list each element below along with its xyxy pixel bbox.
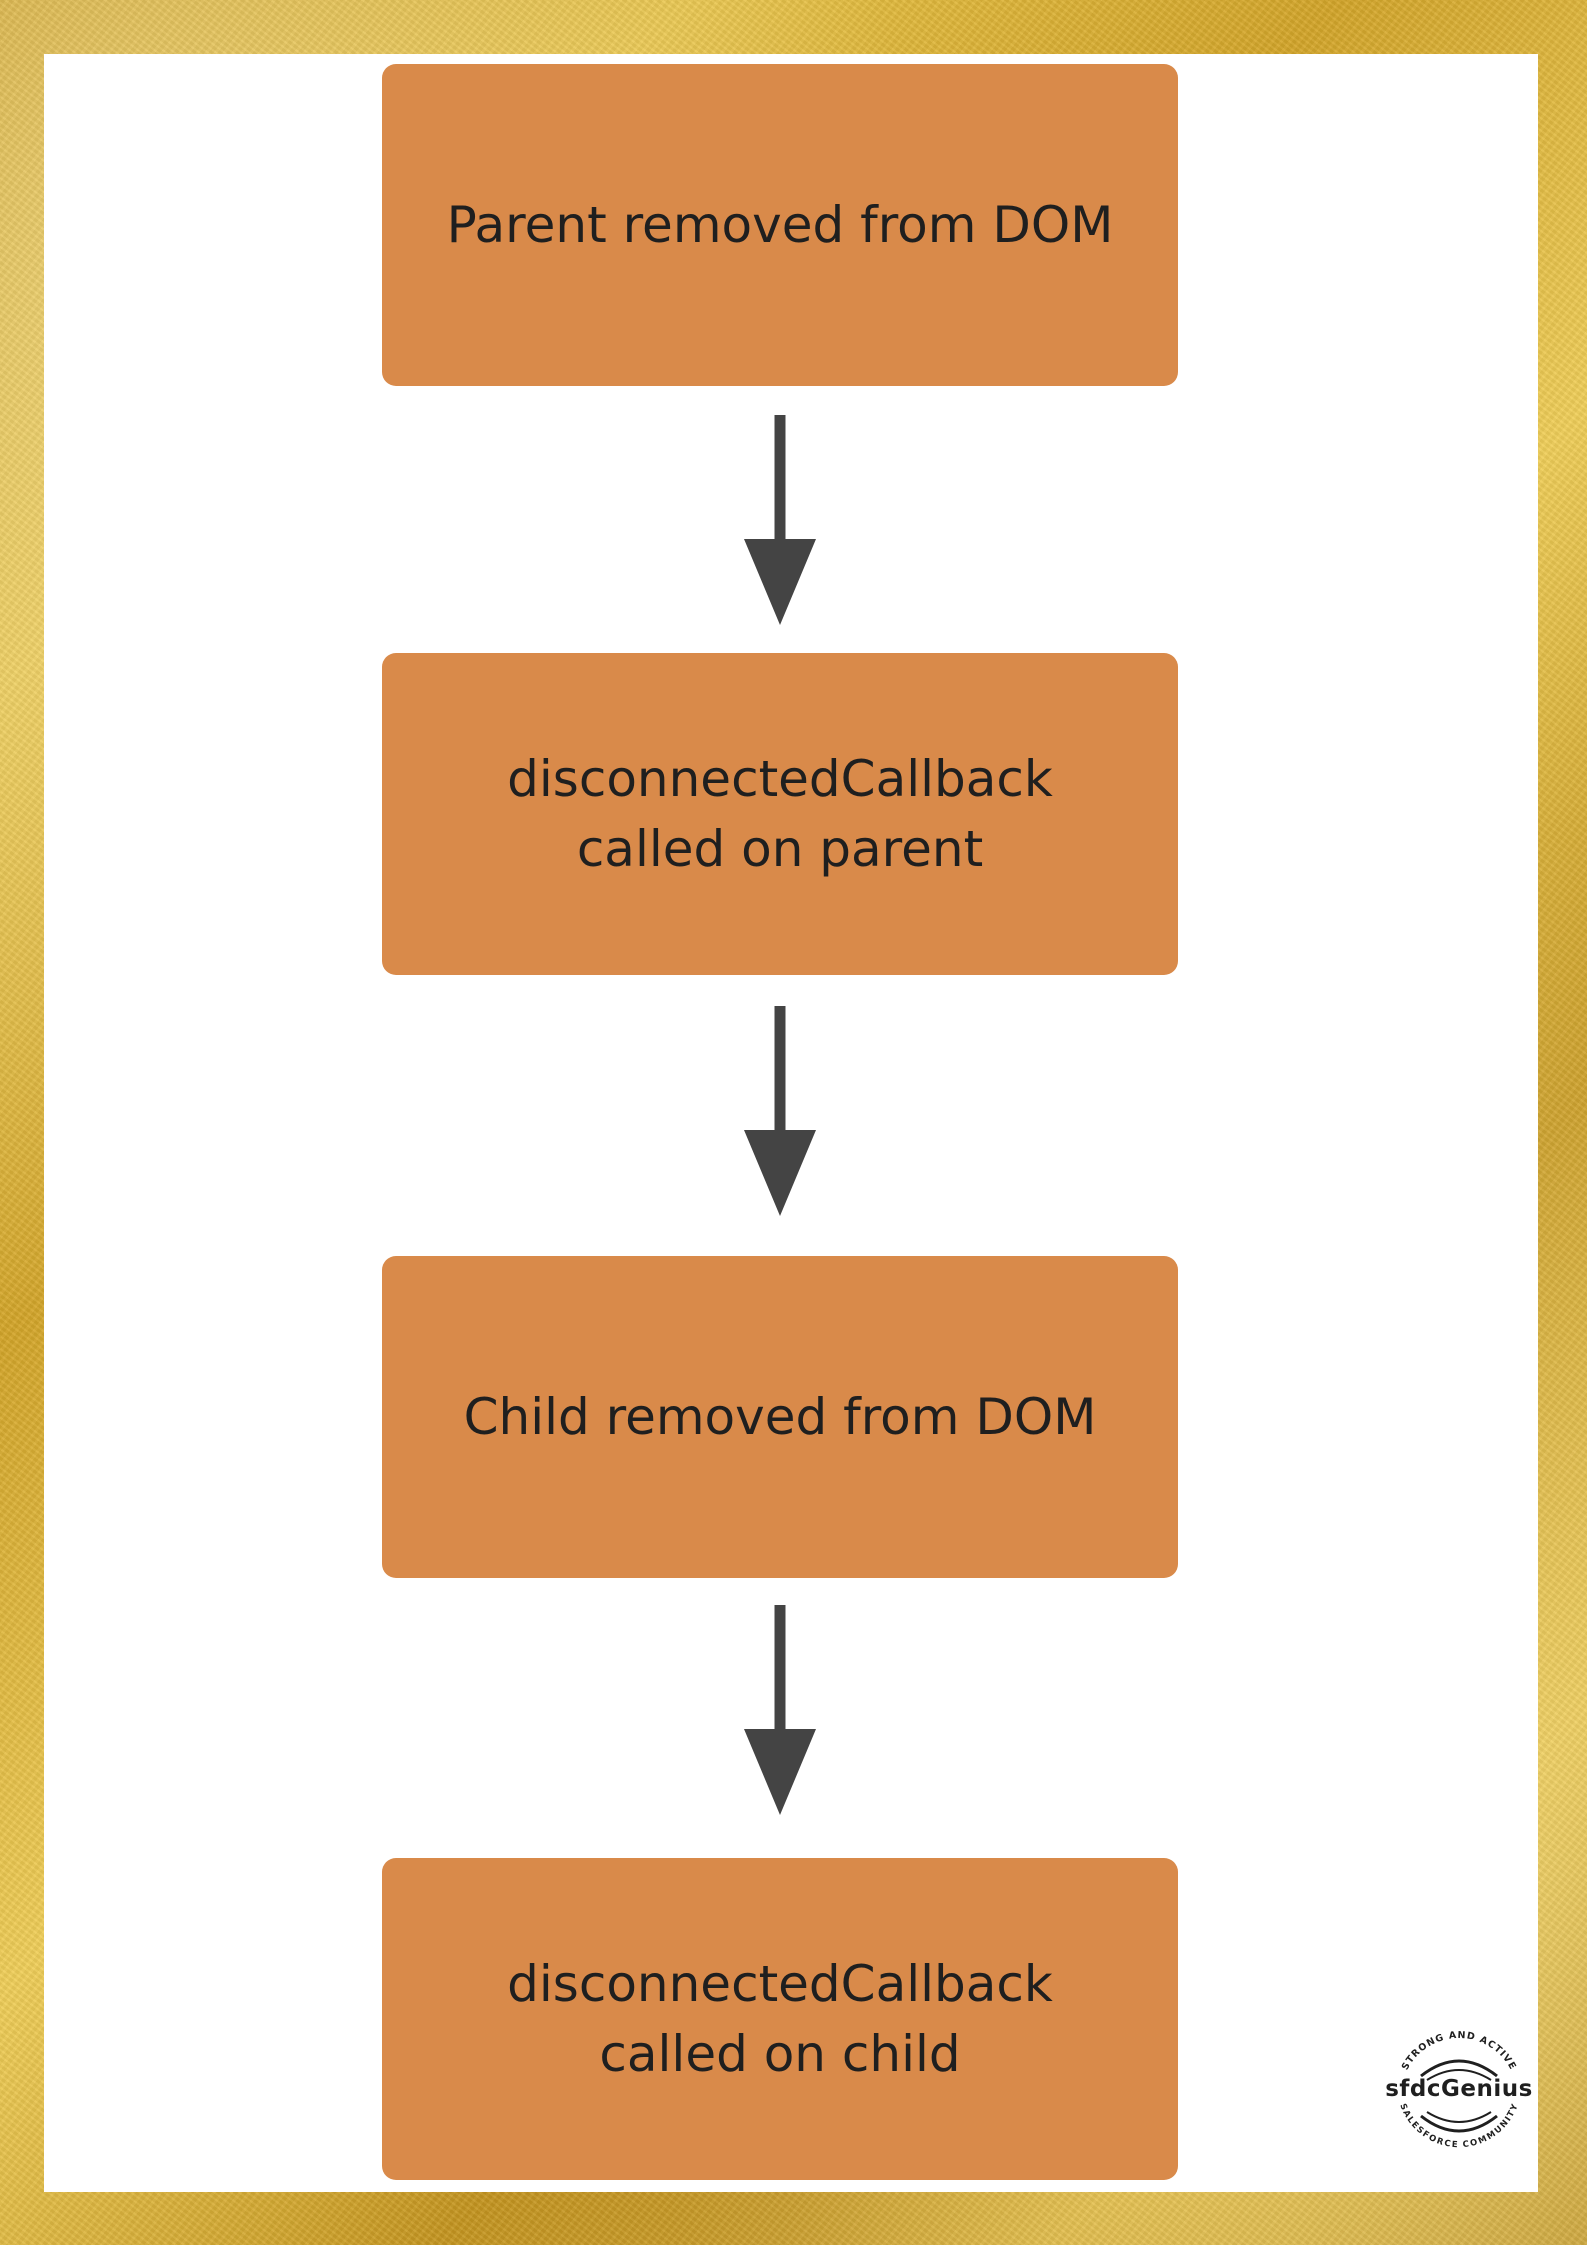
down-arrow-icon: [744, 415, 816, 625]
sfdcgenius-logo: STRONG AND ACTIVE SALESFORCE COMMUNITY s…: [1379, 2016, 1539, 2176]
step-parent-removed: Parent removed from DOM: [382, 64, 1178, 386]
down-arrow-icon: [744, 1605, 816, 1815]
step-label-line-2: called on parent: [576, 820, 984, 878]
step-disconnected-parent: disconnectedCallback called on parent: [382, 653, 1178, 975]
step-label-line-1: disconnectedCallback: [507, 750, 1053, 808]
svg-text:SALESFORCE COMMUNITY: SALESFORCE COMMUNITY: [1398, 2102, 1521, 2150]
down-arrow-icon: [744, 1006, 816, 1216]
step-child-removed: Child removed from DOM: [382, 1256, 1178, 1578]
logo-wordmark: sfdcGenius: [1385, 2076, 1533, 2102]
logo-badge-icon: STRONG AND ACTIVE SALESFORCE COMMUNITY: [1398, 2030, 1521, 2150]
step-label: Parent removed from DOM: [446, 196, 1114, 254]
svg-text:STRONG AND ACTIVE: STRONG AND ACTIVE: [1400, 2030, 1519, 2072]
step-label: Child removed from DOM: [463, 1388, 1097, 1446]
step-label-line-2: called on child: [599, 2025, 961, 2083]
logo-top-arc-text: STRONG AND ACTIVE: [1400, 2030, 1518, 2072]
logo-bottom-arc-text: SALESFORCE COMMUNITY: [1398, 2102, 1520, 2150]
step-disconnected-child: disconnectedCallback called on child: [382, 1858, 1178, 2180]
diagram-canvas: Parent removed from DOM disconnectedCall…: [44, 54, 1538, 2192]
step-label-line-1: disconnectedCallback: [507, 1955, 1053, 2013]
